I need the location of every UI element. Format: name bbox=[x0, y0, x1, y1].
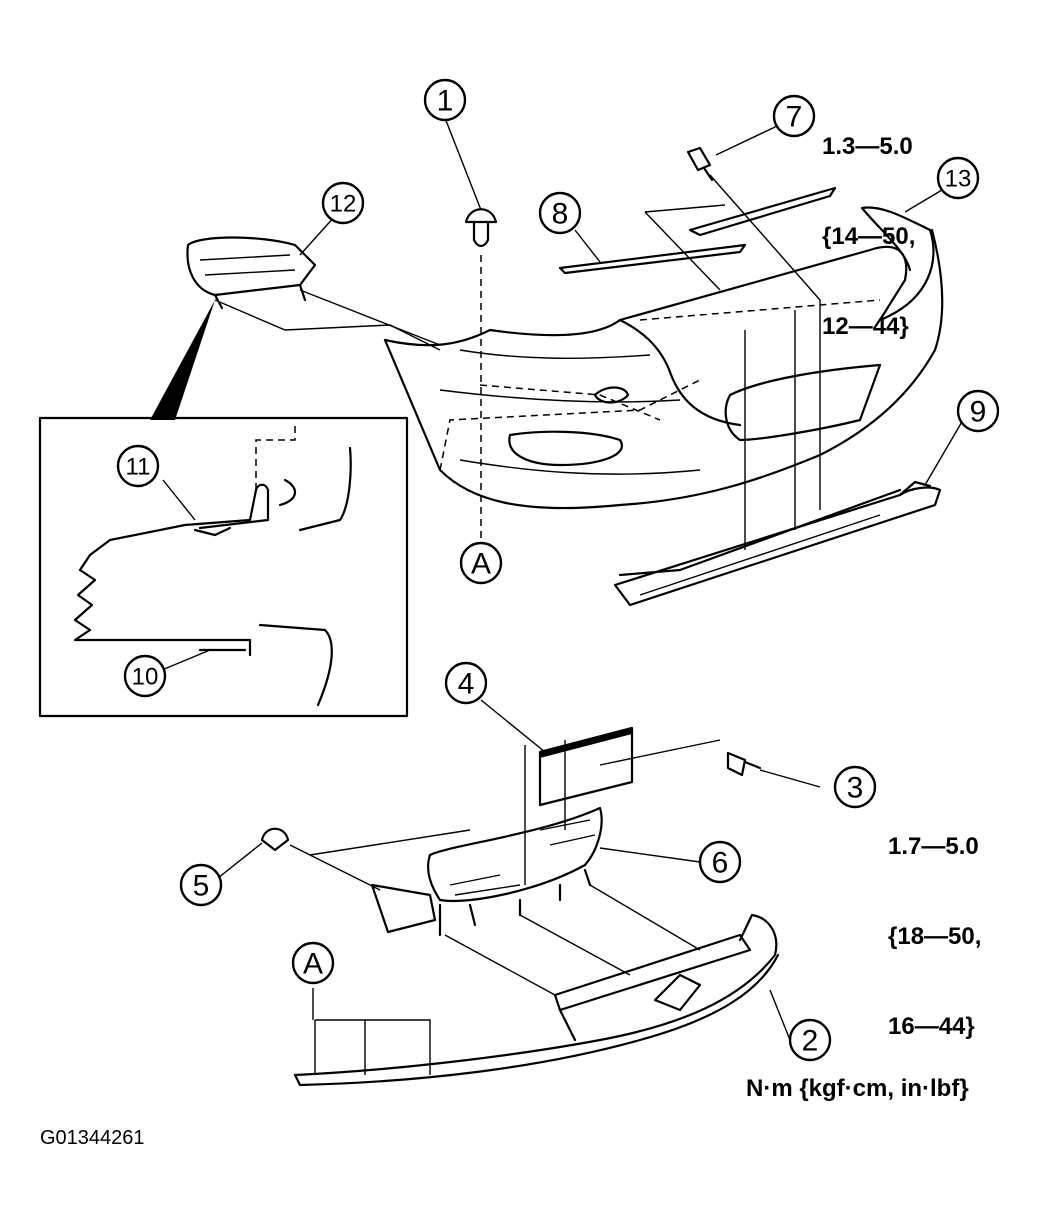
torque-spec-3-line2: {18—50, bbox=[888, 923, 982, 950]
callout-7: 7 bbox=[772, 94, 816, 138]
callout-12: 12 bbox=[321, 181, 365, 225]
callout-1: 1 bbox=[423, 78, 467, 122]
torque-spec-7-line3: 12—44} bbox=[822, 313, 909, 340]
svg-text:13: 13 bbox=[945, 166, 972, 193]
svg-text:10: 10 bbox=[132, 664, 159, 691]
bracket-12 bbox=[186, 236, 441, 351]
callout-9: 9 bbox=[956, 389, 1000, 433]
callout-3: 3 bbox=[833, 765, 877, 809]
svg-text:9: 9 bbox=[970, 396, 987, 429]
torque-spec-7: 1.3—5.0 {14—50, 12—44} bbox=[822, 72, 915, 372]
svg-text:1: 1 bbox=[437, 85, 454, 118]
svg-text:4: 4 bbox=[458, 668, 475, 701]
clip-icon bbox=[260, 827, 471, 891]
svg-text:3: 3 bbox=[847, 772, 864, 805]
callout-8: 8 bbox=[538, 191, 582, 235]
torque-spec-3: 1.7—5.0 {18—50, 16—44} bbox=[888, 772, 981, 1072]
bolt-icon bbox=[726, 751, 762, 777]
bolt-icon bbox=[686, 146, 821, 301]
svg-text:12: 12 bbox=[330, 191, 357, 218]
callout-6: 6 bbox=[698, 840, 742, 884]
callout-A-upper: A bbox=[459, 541, 503, 585]
figure-code: G01344261 bbox=[40, 1127, 145, 1149]
reinforcement-9 bbox=[613, 300, 942, 607]
svg-text:11: 11 bbox=[126, 454, 151, 481]
upper-strip bbox=[558, 186, 837, 291]
air-deflector bbox=[370, 883, 437, 934]
svg-text:5: 5 bbox=[193, 870, 210, 903]
callout-13: 13 bbox=[936, 156, 980, 200]
torque-spec-7-line2: {14—50, bbox=[822, 223, 916, 250]
callout-5: 5 bbox=[179, 863, 223, 907]
torque-spec-3-line3: 16—44} bbox=[888, 1013, 975, 1040]
torque-spec-7-line1: 1.3—5.0 bbox=[822, 133, 913, 160]
svg-text:7: 7 bbox=[786, 101, 803, 134]
detail-inset bbox=[38, 300, 409, 718]
callout-4: 4 bbox=[444, 661, 488, 705]
clip-icon bbox=[464, 208, 498, 540]
callout-10: 10 bbox=[123, 654, 167, 698]
callout-11: 11 bbox=[116, 444, 160, 488]
lower-beam-2 bbox=[293, 884, 780, 1087]
svg-text:A: A bbox=[471, 548, 491, 581]
svg-text:A: A bbox=[303, 948, 323, 981]
torque-spec-3-line1: 1.7—5.0 bbox=[888, 833, 979, 860]
unit-legend: N·m {kgf·cm, in·lbf} bbox=[746, 1075, 969, 1102]
bumper-cover bbox=[383, 206, 944, 510]
grille-6 bbox=[426, 806, 603, 937]
callout-A-lower: A bbox=[291, 941, 335, 985]
svg-text:6: 6 bbox=[712, 847, 729, 880]
svg-text:8: 8 bbox=[552, 198, 569, 231]
svg-text:2: 2 bbox=[802, 1025, 819, 1058]
license-plate-bracket bbox=[524, 726, 721, 885]
callout-2: 2 bbox=[788, 1018, 832, 1062]
